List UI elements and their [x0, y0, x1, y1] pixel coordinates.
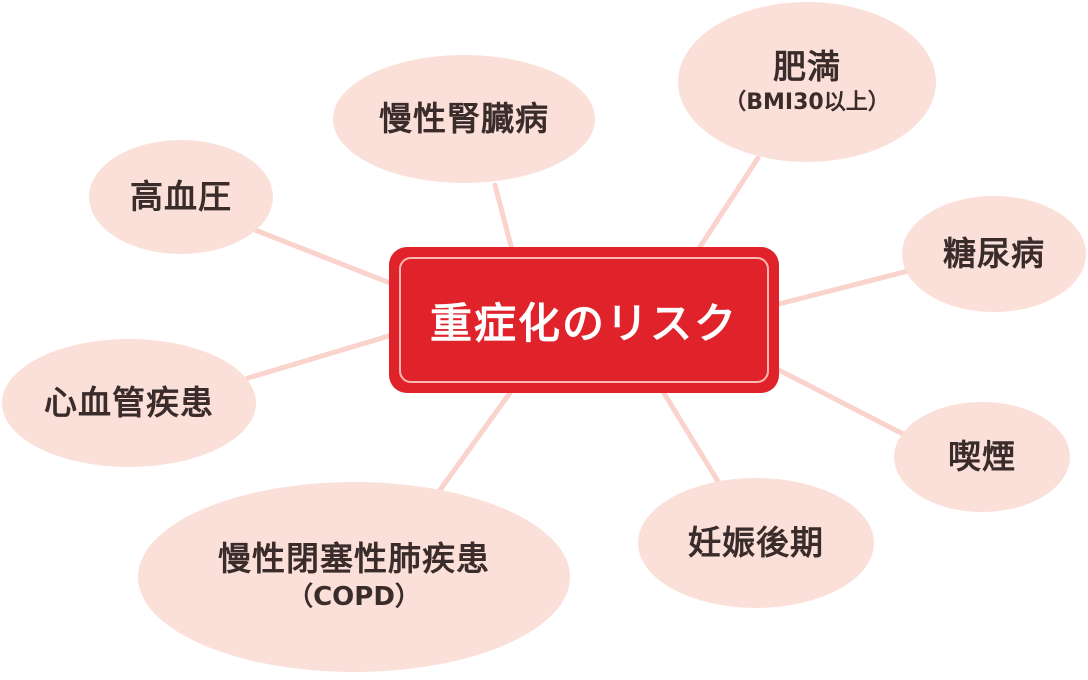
center-node: 重症化のリスク: [389, 247, 779, 393]
node-smoking: 喫煙: [894, 402, 1070, 512]
connector-smoking: [772, 365, 908, 438]
node-hypertension-label: 高血圧: [130, 177, 232, 217]
node-late-pregnancy: 妊娠後期: [638, 478, 874, 608]
node-cardiovascular: 心血管疾患: [2, 339, 256, 467]
node-ckd-label: 慢性腎臓病: [379, 99, 549, 139]
node-obesity: 肥満 （BMI30以上）: [678, 2, 936, 162]
connector-obesity: [695, 155, 761, 253]
connector-late-pregnancy: [659, 387, 725, 491]
connector-cardiovascular: [245, 332, 395, 381]
node-smoking-label: 喫煙: [948, 437, 1016, 477]
node-diabetes-label: 糖尿病: [943, 234, 1045, 274]
connector-copd: [437, 387, 515, 493]
node-hypertension: 高血圧: [89, 140, 273, 254]
node-copd-note: （COPD）: [287, 581, 421, 612]
connector-diabetes: [772, 267, 915, 308]
center-title: 重症化のリスク: [429, 298, 738, 348]
node-copd: 慢性閉塞性肺疾患 （COPD）: [138, 482, 570, 672]
node-copd-label: 慢性閉塞性肺疾患: [218, 539, 490, 579]
node-diabetes: 糖尿病: [902, 196, 1086, 312]
connector-ckd: [492, 182, 515, 253]
node-late-pregnancy-label: 妊娠後期: [688, 523, 824, 563]
node-obesity-label: 肥満: [773, 46, 841, 86]
connector-hypertension: [252, 227, 398, 288]
center-node-inner-border: 重症化のリスク: [399, 257, 769, 383]
node-obesity-note: （BMI30以上）: [724, 89, 890, 115]
node-cardiovascular-label: 心血管疾患: [44, 383, 214, 423]
node-ckd: 慢性腎臓病: [333, 55, 595, 183]
